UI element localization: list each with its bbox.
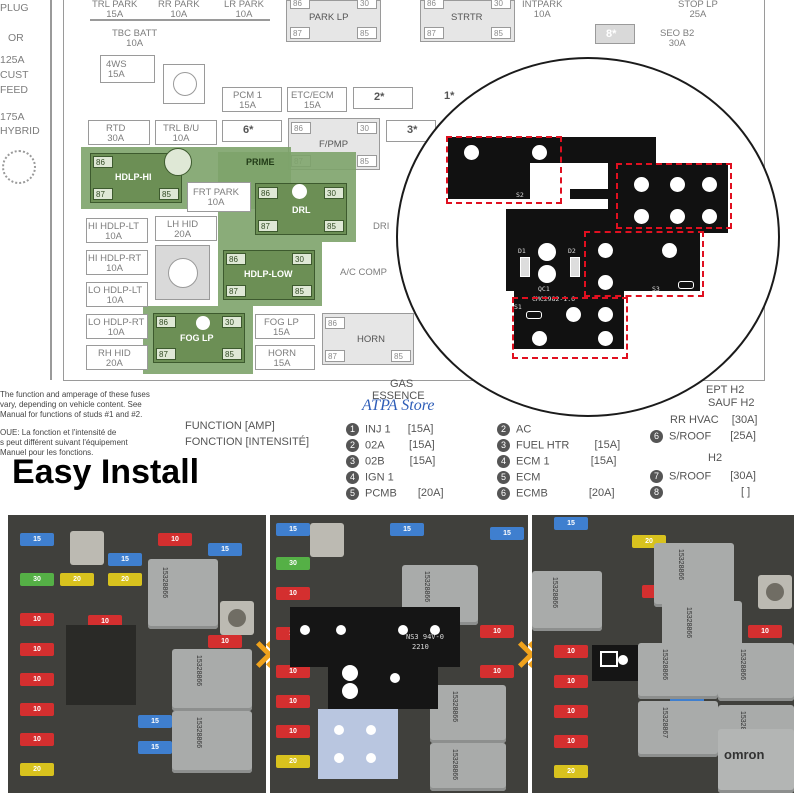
legend-ept-h2: EPT H2 bbox=[706, 384, 745, 396]
stud-1: 1* bbox=[444, 90, 455, 102]
store-watermark: ATPA Store bbox=[362, 397, 435, 414]
notes-fr: OUE: La fonction et l'intensité de s peu… bbox=[0, 428, 128, 457]
pcb-photo bbox=[290, 607, 460, 667]
relay-hdlp-low: 86 30 HDLP-LOW 87 85 bbox=[223, 250, 315, 300]
stud-6: 6* bbox=[222, 120, 282, 142]
relay-fog-lp: 86 30 FOG LP 87 85 bbox=[153, 313, 245, 363]
legend-gas: GAS bbox=[390, 378, 414, 390]
side-label-175a: 175A bbox=[0, 111, 25, 123]
side-label-125a: 125A bbox=[0, 54, 25, 66]
fuse-dri: DRI bbox=[373, 221, 390, 232]
pcb-label-s1: S1 bbox=[514, 303, 522, 311]
legend-title-function: FUNCTION [AMP] bbox=[185, 420, 275, 432]
stud-2: 2* bbox=[353, 87, 413, 109]
legend-title-fonction: FONCTION [INTENSITÉ] bbox=[185, 436, 310, 448]
photo-step-3: 15 20 10 10 10 10 10 10 20 15 10 15 1532… bbox=[532, 515, 794, 793]
pcb-label-s3: S3 bbox=[652, 285, 660, 293]
legend-essence: ESSENCE bbox=[372, 390, 425, 402]
pcb-magnifier: S2 S3 S1 D1 D2 QC1 CMC2982-1.6 bbox=[396, 57, 780, 417]
relay-ac-comp: A/C COMP bbox=[340, 267, 387, 278]
label-prime: PRIME bbox=[246, 157, 275, 167]
photo-step-2: 15 30 10 10 10 10 10 20 15 15 10 10 1532… bbox=[270, 515, 528, 793]
relay-strtr: 86 30 STRTR 87 85 bbox=[420, 0, 515, 42]
dashed-outline-s1 bbox=[512, 297, 628, 359]
stud-dotted-circle bbox=[2, 150, 36, 184]
relay-park-lp: 86 30 PARK LP 87 85 bbox=[286, 0, 381, 42]
legend-h2: H2 bbox=[708, 452, 723, 464]
fuse-4ws-box bbox=[100, 55, 155, 83]
side-label-plug: PLUG bbox=[0, 2, 29, 14]
photo-step-1: 15 30 20 15 20 10 10 10 10 10 10 10 20 1… bbox=[8, 515, 266, 793]
omron-relay: omron bbox=[718, 729, 794, 793]
pcb-label-s2: S2 bbox=[516, 191, 524, 199]
dashed-outline-s3 bbox=[584, 231, 704, 297]
dashed-outline-top-right bbox=[616, 163, 732, 229]
pcb-label-d1: D1 bbox=[518, 247, 526, 255]
relay-photo: 15328866 bbox=[148, 559, 218, 629]
empty-relay-sockets bbox=[66, 625, 136, 705]
side-label-feed: FEED bbox=[0, 84, 29, 96]
stud-3: 3* bbox=[386, 120, 436, 142]
notes-en: The function and amperage of these fuses… bbox=[0, 390, 150, 419]
legend-empty: 8[ ] bbox=[650, 486, 750, 499]
relay-drl: 86 30 DRL 87 85 bbox=[255, 183, 347, 235]
stud-8: 8* bbox=[595, 24, 635, 44]
dashed-outline-s2 bbox=[446, 136, 562, 204]
pcb-model: CMC2982-1.6 bbox=[532, 295, 576, 303]
side-label-cust: CUST bbox=[0, 69, 29, 81]
side-label-or: OR bbox=[8, 32, 24, 44]
pcb-diode-d1 bbox=[520, 257, 530, 277]
pcb-diode-d2 bbox=[570, 257, 580, 277]
legend-sauf-h2: SAUF H2 bbox=[708, 397, 755, 409]
pcb-label-qc1: QC1 bbox=[538, 285, 550, 293]
pcb-bottom-reflection bbox=[318, 709, 398, 779]
side-label-hybrid: HYBRID bbox=[0, 125, 40, 137]
headline: Easy Install bbox=[12, 453, 200, 491]
fuse-box-diagram: PLUG OR 125A CUST FEED 175A HYBRID TRL P… bbox=[0, 0, 780, 500]
pcb-label-d2: D2 bbox=[568, 247, 576, 255]
relay-horn: 86 HORN 87 85 bbox=[322, 313, 414, 365]
pcb-hole bbox=[464, 145, 479, 160]
legend-rr-hvac: RR HVAC [30A] bbox=[670, 414, 758, 426]
